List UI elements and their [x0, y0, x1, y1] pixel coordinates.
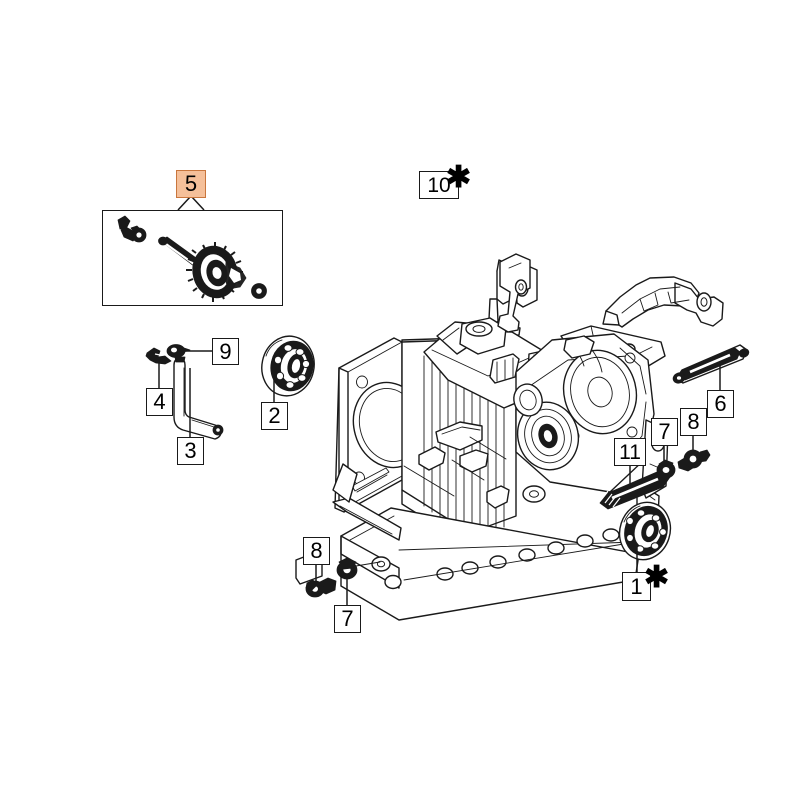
callout-7-right-label: 7 [658, 419, 671, 444]
part-3-oil-tube [173, 356, 224, 440]
part-6-dipstick-rod [672, 344, 750, 384]
crankcase-internal-detail [418, 335, 595, 509]
callout-6[interactable]: 6 [707, 390, 734, 418]
callout-4[interactable]: 4 [146, 388, 173, 416]
part-7-washer-bottom [336, 557, 358, 580]
crankcase-main-body [513, 333, 655, 493]
part-7-washer-right [656, 459, 676, 479]
callout-7-right[interactable]: 7 [651, 418, 678, 446]
part-9-oil-tube-plug [166, 344, 191, 358]
part-2-bearing-left [261, 335, 315, 397]
callout-1[interactable]: 1 [622, 572, 651, 601]
bracket-upper-right [602, 276, 724, 328]
part-10-crankcase-block [295, 253, 724, 621]
kit-5-grouping-box [102, 210, 283, 306]
kit-part-camshaft-gear [186, 242, 267, 302]
part-8-bolt-right [677, 449, 711, 472]
part-8-bolt-bottom [305, 577, 337, 598]
leader-lines-group [158, 194, 721, 605]
part-4-oil-tube-clip [145, 347, 172, 365]
kit-part-tappet [117, 215, 147, 243]
callout-5[interactable]: 5 [176, 170, 206, 198]
callout-3[interactable]: 3 [177, 437, 204, 465]
callout-9[interactable]: 9 [212, 338, 239, 365]
callout-10-asterisk: ✱ [446, 161, 472, 194]
callout-6-label: 6 [714, 391, 727, 416]
pushrod-tower [497, 253, 531, 333]
callout-11[interactable]: 11 [614, 438, 646, 466]
callout-4-label: 4 [153, 389, 166, 414]
crankcase-left-lower [332, 463, 402, 541]
callout-11-label: 11 [619, 440, 641, 464]
callout-1-label: 1 [630, 573, 643, 599]
callout-8-right[interactable]: 8 [680, 408, 707, 436]
callout-2-label: 2 [268, 403, 281, 428]
callout-7-bottom-label: 7 [341, 606, 354, 631]
part-1-bearing-right [618, 501, 672, 561]
callout-10-label: 10 [427, 173, 451, 197]
callout-2[interactable]: 2 [261, 402, 288, 430]
callout-9-label: 9 [219, 338, 232, 364]
callout-8-right-label: 8 [687, 409, 700, 434]
part-11-stud-pin [599, 468, 671, 510]
callout-8-bottom-label: 8 [310, 538, 323, 563]
kit-contents-group [117, 215, 267, 302]
callout-8-bottom[interactable]: 8 [303, 537, 330, 565]
callout-5-label: 5 [184, 171, 198, 196]
callout-7-bottom[interactable]: 7 [334, 605, 361, 633]
callout-1-asterisk: ✱ [644, 561, 670, 594]
callout-3-label: 3 [184, 438, 197, 463]
kit-part-washer [251, 283, 267, 299]
callout-10[interactable]: 10 [419, 171, 459, 199]
